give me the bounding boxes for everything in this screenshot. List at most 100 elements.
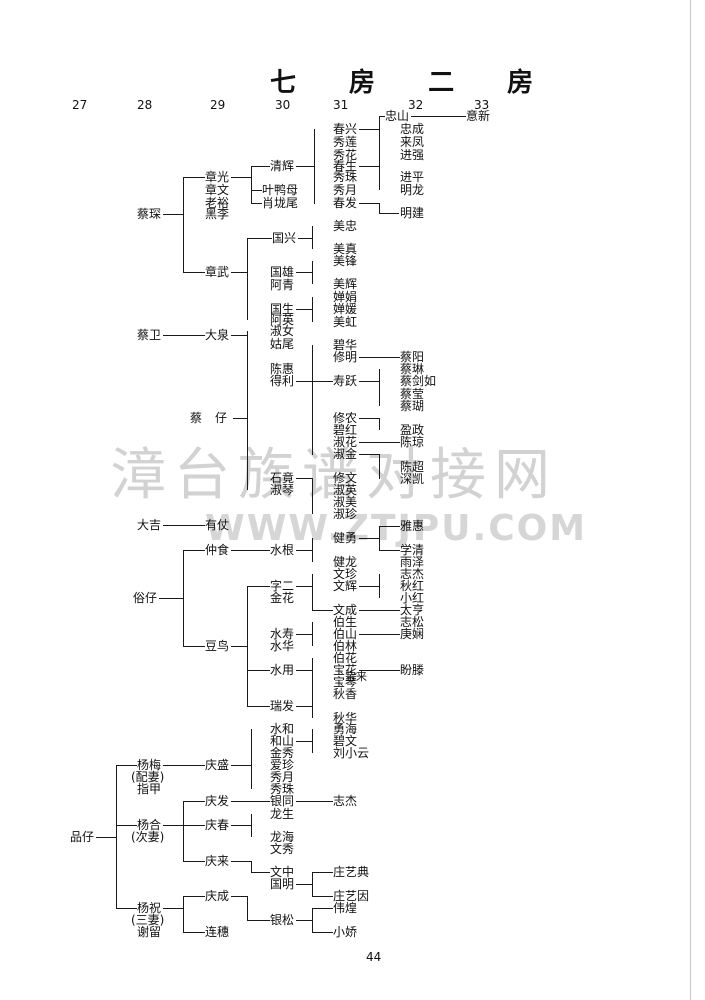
tree-connector-line bbox=[183, 932, 205, 933]
tree-connector-line bbox=[251, 861, 252, 872]
person-name: 文珍 bbox=[333, 567, 358, 581]
tree-connector-line bbox=[296, 309, 312, 310]
person-name: 志松 bbox=[400, 615, 425, 629]
tree-connector-line bbox=[247, 670, 270, 671]
tree-connector-line bbox=[163, 765, 205, 766]
tree-connector-line bbox=[359, 586, 379, 587]
person-name: (配妻) bbox=[131, 770, 165, 784]
person-name: 水华 bbox=[270, 639, 295, 653]
person-name: 水寿 bbox=[270, 627, 295, 641]
tree-connector-line bbox=[163, 908, 183, 909]
tree-connector-line bbox=[247, 586, 248, 706]
tree-connector-line bbox=[359, 381, 379, 382]
person-name: 伯林 bbox=[333, 639, 358, 653]
tree-connector-line bbox=[231, 550, 270, 551]
person-name: 伯生 bbox=[333, 615, 358, 629]
tree-connector-line bbox=[312, 226, 313, 249]
tree-connector-line bbox=[379, 155, 380, 190]
tree-connector-line bbox=[359, 203, 379, 204]
person-name: 雨泽 bbox=[400, 555, 425, 569]
person-name: 进强 bbox=[400, 148, 425, 162]
person-name: 秋华 bbox=[333, 711, 358, 725]
tree-connector-line bbox=[251, 814, 252, 837]
tree-connector-line bbox=[379, 116, 380, 155]
generation-27: 27 bbox=[72, 98, 88, 112]
tree-connector-line bbox=[312, 622, 313, 646]
tree-connector-line bbox=[312, 908, 333, 909]
person-name: 淑花 bbox=[333, 435, 358, 449]
person-name: 秀珠 bbox=[270, 782, 295, 796]
tree-connector-line bbox=[247, 238, 272, 239]
person-name: 水根 bbox=[270, 543, 295, 557]
person-name: 雅惠 bbox=[400, 519, 425, 533]
person-name: 伯花 bbox=[333, 651, 358, 665]
tree-connector-line bbox=[359, 442, 400, 443]
tree-connector-line bbox=[296, 706, 312, 707]
tree-connector-line bbox=[359, 454, 379, 455]
tree-connector-line bbox=[296, 166, 314, 167]
person-name: 婵娟 bbox=[333, 290, 358, 304]
tree-connector-line bbox=[247, 586, 270, 587]
tree-connector-line bbox=[296, 381, 333, 382]
tree-connector-line bbox=[359, 418, 379, 419]
tree-connector-line bbox=[183, 177, 184, 272]
person-name: 明建 bbox=[400, 206, 425, 220]
tree-connector-line bbox=[379, 418, 380, 430]
person-name: 和山 bbox=[270, 734, 295, 748]
tree-connector-line bbox=[296, 884, 312, 885]
person-name: 龙海 bbox=[270, 830, 295, 844]
page-title: 七 房 二 房 bbox=[270, 68, 556, 98]
tree-connector-line bbox=[231, 825, 251, 826]
person-name: 文中 bbox=[270, 865, 295, 879]
person-name: 老裕 bbox=[205, 196, 230, 210]
tree-connector-line bbox=[312, 538, 313, 562]
person-name: 碧文 bbox=[333, 734, 358, 748]
person-name: 文辉 bbox=[333, 579, 358, 593]
tree-connector-line bbox=[312, 694, 313, 718]
person-name: 叶鸭母 bbox=[262, 183, 299, 197]
generation-31: 31 bbox=[333, 98, 349, 112]
person-name: 健勇 bbox=[333, 531, 358, 545]
tree-connector-line bbox=[312, 610, 333, 611]
person-name: 蔡卫 bbox=[137, 328, 162, 342]
tree-connector-line bbox=[183, 896, 205, 897]
person-name: 庆春 bbox=[205, 818, 230, 832]
generation-28: 28 bbox=[137, 98, 153, 112]
person-name: 宝花 bbox=[333, 663, 358, 677]
person-name: 寿跃 bbox=[333, 374, 358, 388]
person-name: 蔡莹 bbox=[400, 387, 425, 401]
person-name: 国兴 bbox=[272, 231, 297, 245]
tree-connector-line bbox=[312, 896, 333, 897]
generation-30: 30 bbox=[275, 98, 291, 112]
person-name: 姑尾 bbox=[270, 337, 295, 351]
watermark-text: 漳台族谱对接网 bbox=[110, 443, 558, 508]
person-name: 修文 bbox=[333, 471, 358, 485]
tree-connector-line bbox=[312, 908, 313, 932]
person-name: 秀珠 bbox=[333, 170, 358, 184]
watermark-url: WWW.ZTJPU.COM bbox=[205, 508, 588, 549]
person-name: 庄艺典 bbox=[333, 865, 370, 879]
tree-connector-line bbox=[379, 369, 380, 406]
person-name: 美真 bbox=[333, 242, 358, 256]
page-number: 44 bbox=[366, 950, 382, 964]
generation-33: 33 bbox=[474, 98, 490, 112]
tree-connector-line bbox=[296, 741, 312, 742]
person-name: 春兴 bbox=[333, 122, 358, 136]
person-name: 学清 bbox=[400, 543, 425, 557]
tree-connector-line bbox=[116, 825, 137, 826]
tree-connector-line bbox=[163, 335, 205, 336]
person-name: 仲食 bbox=[205, 543, 230, 557]
person-name: 小娇 bbox=[333, 925, 358, 939]
person-name: 阿青 bbox=[270, 278, 295, 292]
tree-connector-line bbox=[183, 646, 205, 647]
tree-connector-line bbox=[379, 213, 399, 214]
tree-connector-line bbox=[183, 861, 205, 862]
person-name: 石竟 bbox=[270, 471, 295, 485]
tree-connector-line bbox=[96, 837, 116, 838]
tree-connector-line bbox=[379, 203, 380, 213]
person-name: 庆来 bbox=[205, 854, 230, 868]
tree-connector-line bbox=[296, 920, 312, 921]
tree-connector-line bbox=[359, 634, 400, 635]
generation-32: 32 bbox=[408, 98, 424, 112]
person-name: 文秀 bbox=[270, 842, 295, 856]
